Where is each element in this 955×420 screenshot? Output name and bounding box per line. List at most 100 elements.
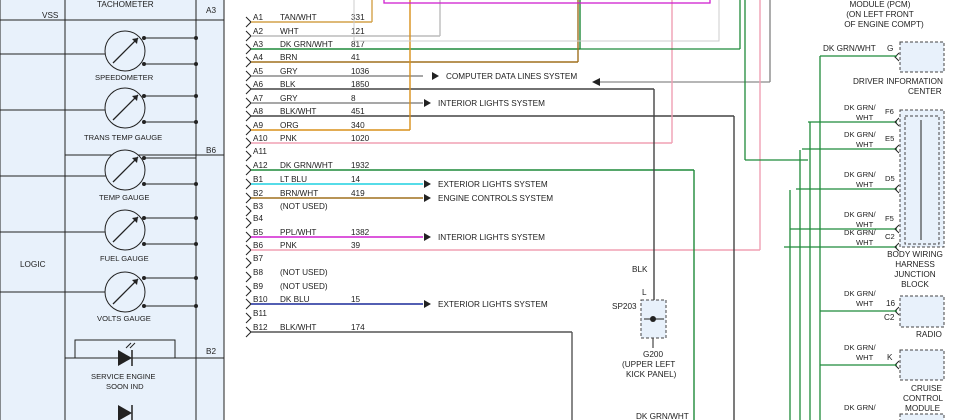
- svg-text:DRIVER INFORMATION: DRIVER INFORMATION: [853, 77, 943, 86]
- circuit-number: 1850: [351, 80, 370, 89]
- svg-text:16: 16: [886, 299, 896, 308]
- pin-id: B12: [253, 323, 268, 332]
- wire-color: WHT: [280, 27, 299, 36]
- circuit-number: 121: [351, 27, 365, 36]
- destination-label: ENGINE CONTROLS SYSTEM: [438, 194, 553, 203]
- circuit-number: 1932: [351, 161, 370, 170]
- arrow-right-icon: [424, 194, 431, 202]
- fuel-gauge-label: FUEL GAUGE: [100, 254, 149, 263]
- pin-id: B5: [253, 228, 263, 237]
- circuit-number: 817: [351, 40, 365, 49]
- connector-chevron: [245, 164, 252, 176]
- pin-id: A9: [253, 121, 263, 130]
- connector-chevron: [245, 43, 252, 55]
- cruise-control-module: K CRUISE CONTROL MODULE: [887, 349, 945, 420]
- trans-temp-gauge: TRANS TEMP GAUGE: [84, 87, 198, 142]
- instrument-cluster: TACHOMETER VSS LOGIC A3 B6 B2 SPEEDOMETE…: [0, 0, 225, 420]
- top-magenta-box: [383, 0, 711, 4]
- junction-label: HARNESS: [895, 260, 935, 269]
- svg-text:C2: C2: [884, 313, 895, 322]
- connector-chevron: [245, 124, 252, 136]
- circuit-number: 15: [351, 295, 361, 304]
- connector-chevron: [245, 178, 252, 190]
- wire-color: PNK: [280, 241, 297, 250]
- pin-id: A6: [253, 80, 263, 89]
- svg-text:K: K: [887, 353, 893, 362]
- pin-id: A7: [253, 94, 263, 103]
- pin-id: B6: [253, 241, 263, 250]
- destination-label: INTERIOR LIGHTS SYSTEM: [438, 233, 545, 242]
- junction-wire-label: DK GRN/: [844, 103, 877, 112]
- circuit-number: 39: [351, 241, 361, 250]
- junction-wire-label: DK GRN/: [844, 130, 877, 139]
- circuit-number: 419: [351, 189, 365, 198]
- svg-text:DK GRN/WHT: DK GRN/WHT: [823, 44, 876, 53]
- pin-row-b9: B9(NOT USED): [245, 282, 328, 297]
- connector-chevron: [245, 312, 252, 324]
- connector-chevron: [245, 231, 252, 243]
- pin-id: A8: [253, 107, 263, 116]
- cruise-wire-label: WHT: [856, 353, 874, 362]
- connector-chevron: [245, 70, 252, 82]
- svg-text:(ON LEFT FRONT: (ON LEFT FRONT: [846, 10, 914, 19]
- svg-text:CENTER: CENTER: [908, 87, 942, 96]
- wire-color: ORG: [280, 121, 299, 130]
- junction-wire-label: WHT: [856, 113, 874, 122]
- bottom-wire-label: DK GRN/: [844, 403, 877, 412]
- wire-color: DK GRN/WHT: [280, 40, 333, 49]
- destination-label: INTERIOR LIGHTS SYSTEM: [438, 99, 545, 108]
- connector-chevron: [245, 285, 252, 297]
- temp-gauge-label: TEMP GAUGE: [99, 193, 150, 202]
- junction-block: [899, 109, 945, 248]
- wire-color: PPL/WHT: [280, 228, 316, 237]
- circuit-number: 1382: [351, 228, 370, 237]
- pin-id: B8: [253, 268, 263, 277]
- connector-chevron: [245, 30, 252, 42]
- connector-chevron: [245, 257, 252, 269]
- splice-label: SP203: [612, 302, 637, 311]
- pin-id: B2: [253, 189, 263, 198]
- vss-label: VSS: [42, 11, 59, 20]
- pin-a3-label: A3: [206, 6, 216, 15]
- ground-wire-label: BLK: [632, 265, 648, 274]
- indicator-label-1: SERVICE ENGINE: [91, 372, 155, 381]
- connector-chevron: [245, 137, 252, 149]
- circuit-number: 41: [351, 53, 361, 62]
- wire-color: BLK/WHT: [280, 107, 316, 116]
- connector-chevron: [245, 271, 252, 283]
- connector-chevron: [245, 192, 252, 204]
- pin-id: B7: [253, 254, 263, 263]
- connector-chevron: [245, 205, 252, 217]
- destination-label: COMPUTER DATA LINES SYSTEM: [446, 72, 577, 81]
- connector-chevron: [245, 56, 252, 68]
- wire-color: (NOT USED): [280, 202, 328, 211]
- connector-chevron: [245, 150, 252, 162]
- ground-loc-2: KICK PANEL): [626, 370, 677, 379]
- junction-label: JUNCTION: [894, 270, 935, 279]
- pin-row-b8: B8(NOT USED): [245, 268, 328, 283]
- junction-pin-label: F6: [885, 107, 894, 116]
- connector-chevron: [245, 83, 252, 95]
- wire-color: (NOT USED): [280, 282, 328, 291]
- wire-color: BRN/WHT: [280, 189, 318, 198]
- bottom-wire-label: DK GRN/WHT: [636, 412, 689, 420]
- wire-color: BLK: [280, 80, 296, 89]
- connector-chevron: [245, 110, 252, 122]
- driver-information-center: DK GRN/WHT G DRIVER INFORMATION CENTER: [823, 41, 945, 96]
- svg-text:OF ENGINE COMPT): OF ENGINE COMPT): [844, 20, 924, 29]
- volts-gauge: VOLTS GAUGE: [97, 271, 198, 323]
- pin-id: B11: [253, 309, 267, 318]
- junction-wire-label: DK GRN/: [844, 228, 877, 237]
- connector-chevron: [245, 16, 252, 28]
- circuit-number: 451: [351, 107, 365, 116]
- pin-id: B1: [253, 175, 263, 184]
- pin-row-b6: B6 PNK 39: [245, 241, 760, 256]
- pin-row-b4: B4: [245, 214, 263, 229]
